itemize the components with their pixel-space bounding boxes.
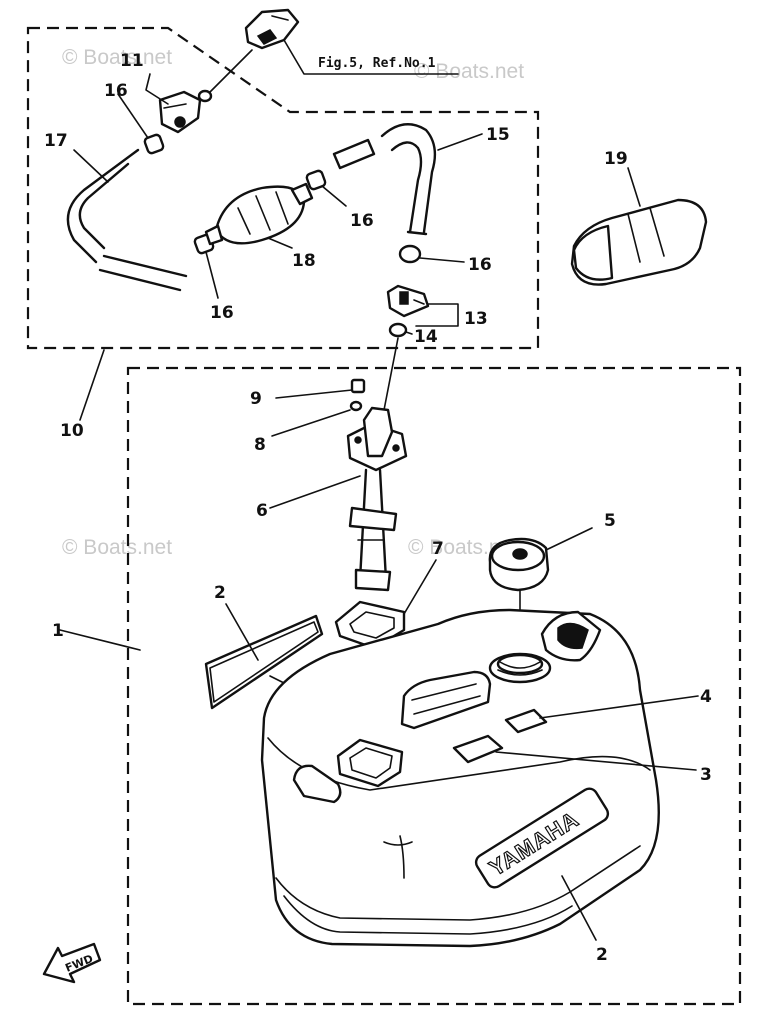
callout-6: 6 xyxy=(256,501,268,521)
engine-connector xyxy=(244,8,300,50)
forward-arrow: FWD xyxy=(42,942,102,984)
callout-3: 3 xyxy=(700,765,712,785)
callout-13: 13 xyxy=(464,309,488,329)
fuel-pickup-unit-6 xyxy=(346,406,408,592)
watermark-top-left: © Boats.net xyxy=(62,46,172,69)
callout-16-a: 16 xyxy=(104,81,128,101)
filler-neck xyxy=(488,652,552,684)
hose-kit-boundary xyxy=(26,26,540,350)
carry-grip-left xyxy=(292,764,342,804)
hose-clamp-2 xyxy=(305,169,327,191)
callout-11: 11 xyxy=(120,51,144,71)
vent-grip xyxy=(540,610,602,662)
leader-11 xyxy=(145,73,169,105)
hose-clamp-4 xyxy=(398,244,422,264)
callout-14: 14 xyxy=(414,327,438,347)
leader-4 xyxy=(539,695,699,719)
callout-16-c: 16 xyxy=(210,303,234,323)
callout-16-b: 16 xyxy=(350,211,374,231)
short-hose-segment xyxy=(332,138,376,170)
leader-2b xyxy=(561,875,597,941)
callout-19: 19 xyxy=(604,149,628,169)
leader-17 xyxy=(73,149,109,183)
hose-connector-11 xyxy=(158,90,202,134)
tank-assembly-boundary xyxy=(126,366,742,1006)
tank-connector-13 xyxy=(386,284,430,318)
callout-18: 18 xyxy=(292,251,316,271)
leader-2a xyxy=(225,603,259,661)
screw-9 xyxy=(350,378,366,394)
callout-16-d: 16 xyxy=(468,255,492,275)
callout-17: 17 xyxy=(44,131,68,151)
tank-handle xyxy=(400,670,492,730)
small-o-ring xyxy=(197,89,213,103)
watermark-top-right: © Boats.net xyxy=(414,60,524,83)
fuel-hose-17 xyxy=(66,148,188,292)
o-ring-14 xyxy=(388,322,408,338)
washer-8 xyxy=(349,400,363,412)
leader-16c xyxy=(205,251,219,299)
gauge-flange xyxy=(336,738,404,788)
leader-10 xyxy=(79,349,105,421)
leader-9 xyxy=(275,389,353,399)
leader-16a xyxy=(117,93,149,139)
reference-note: Fig.5, Ref.No.1 xyxy=(318,56,436,71)
reference-leader xyxy=(283,39,459,75)
connector-cover-19 xyxy=(570,198,708,286)
callout-15: 15 xyxy=(486,125,510,145)
watermark-mid-left: © Boats.net xyxy=(62,536,172,559)
label-4 xyxy=(504,708,548,734)
callout-10: 10 xyxy=(60,421,84,441)
label-sticker-2 xyxy=(204,614,324,710)
hose-clamp-1 xyxy=(143,133,165,155)
primer-bulb-18 xyxy=(204,182,314,246)
connection-line-upper xyxy=(383,337,399,411)
callout-1: 1 xyxy=(52,621,64,641)
callout-8: 8 xyxy=(254,435,266,455)
callout-7: 7 xyxy=(432,539,444,559)
leader-15 xyxy=(437,133,483,151)
leader-1 xyxy=(59,629,141,651)
fuel-cap-5 xyxy=(488,537,550,592)
leader-14 xyxy=(405,331,413,335)
leader-5 xyxy=(545,527,593,551)
leader-16d xyxy=(419,257,465,263)
leader-6 xyxy=(269,475,361,509)
gasket-7 xyxy=(334,600,406,650)
leader-8 xyxy=(271,409,351,437)
o-ring-leader xyxy=(209,49,253,93)
leader-18 xyxy=(267,237,293,249)
callout-4: 4 xyxy=(700,687,712,707)
leader-3 xyxy=(495,751,697,771)
callout-2-a: 2 xyxy=(214,583,226,603)
leader-13 xyxy=(415,303,459,327)
leader-16b xyxy=(321,185,347,207)
callout-2-b: 2 xyxy=(596,945,608,965)
fuel-tank-1 xyxy=(260,608,660,948)
fuel-hose-15 xyxy=(380,123,437,236)
leader-7 xyxy=(403,559,437,615)
leader-19 xyxy=(627,167,641,207)
label-3 xyxy=(452,734,504,764)
callout-9: 9 xyxy=(250,389,262,409)
callout-5: 5 xyxy=(604,511,616,531)
